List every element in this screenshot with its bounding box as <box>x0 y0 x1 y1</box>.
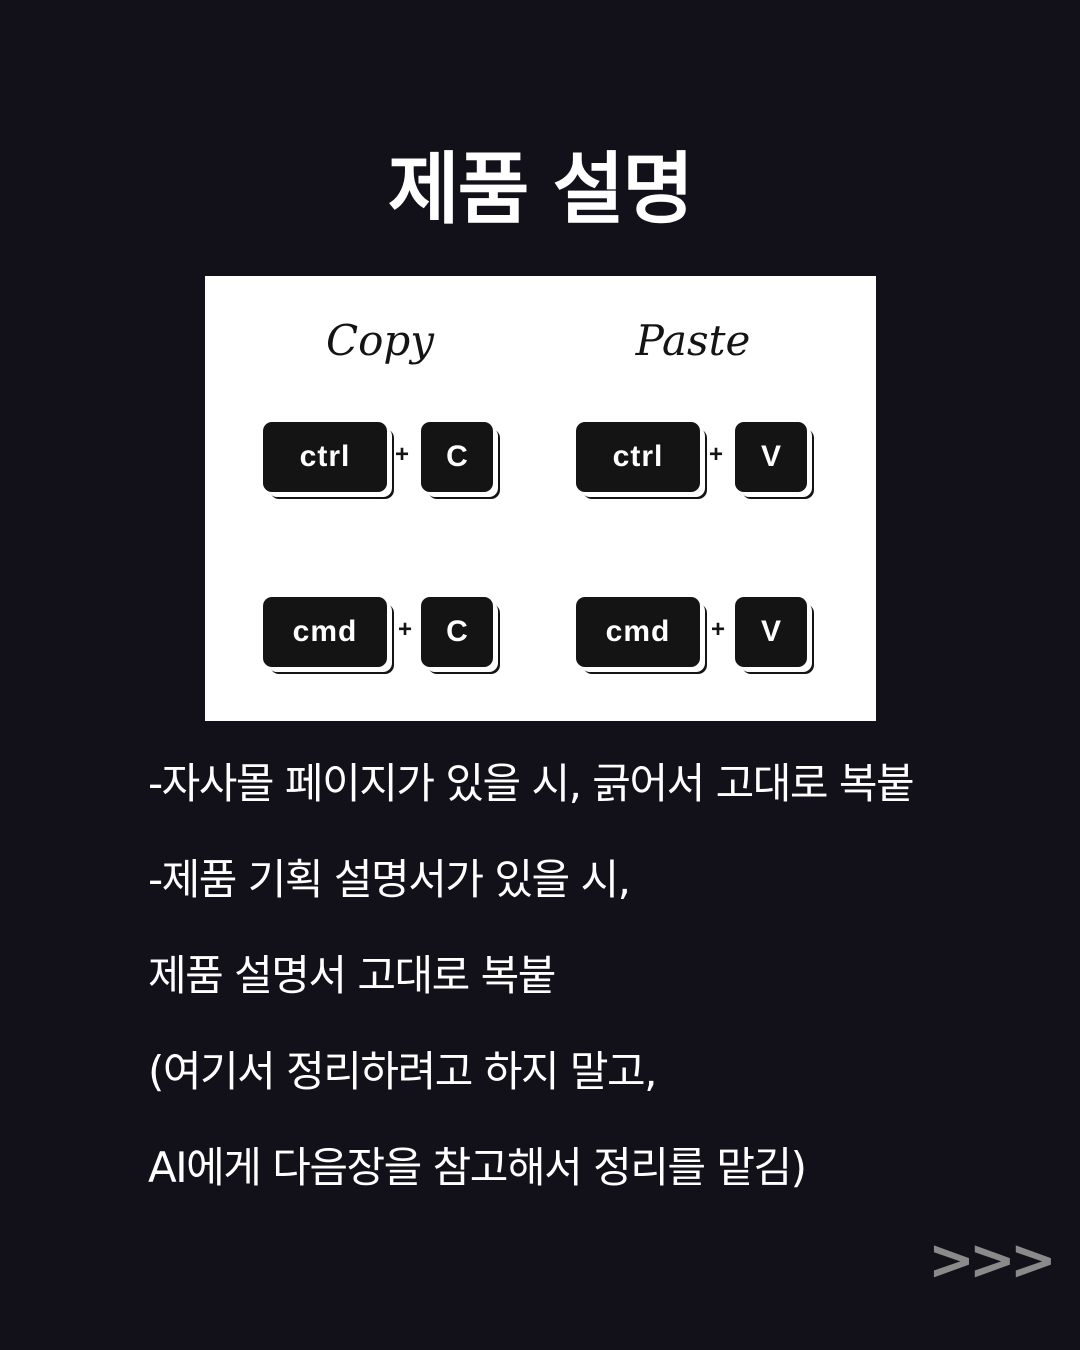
description-line: 제품 설명서 고대로 복붙 <box>148 951 556 1000</box>
plus-sign: + <box>394 441 409 468</box>
ctrl-key: ctrl <box>263 422 387 492</box>
plus-sign: + <box>708 441 723 468</box>
shortcut-card: Copy Paste ctrl + C ctrl + V cmd + C cmd… <box>205 276 876 721</box>
description-line: (여기서 정리하려고 하지 말고, <box>148 1047 657 1096</box>
v-key: V <box>735 597 807 667</box>
description-line: -제품 기획 설명서가 있을 시, <box>148 855 631 904</box>
ctrl-key: ctrl <box>576 422 700 492</box>
copy-heading: Copy <box>325 316 435 365</box>
cmd-key: cmd <box>576 597 700 667</box>
c-key: C <box>421 422 493 492</box>
paste-heading: Paste <box>635 316 751 365</box>
description-line: AI에게 다음장을 참고해서 정리를 맡김) <box>148 1143 807 1192</box>
c-key: C <box>421 597 493 667</box>
cmd-key: cmd <box>263 597 387 667</box>
plus-sign: + <box>397 616 412 643</box>
plus-sign: + <box>710 616 725 643</box>
next-page-indicator: >>> <box>928 1228 1057 1293</box>
description-list: -자사몰 페이지가 있을 시, 긁어서 고대로 복붙 -제품 기획 설명서가 있… <box>148 760 1068 1240</box>
v-key: V <box>735 422 807 492</box>
page-title: 제품 설명 <box>387 145 694 235</box>
description-line: -자사몰 페이지가 있을 시, 긁어서 고대로 복붙 <box>148 759 915 808</box>
